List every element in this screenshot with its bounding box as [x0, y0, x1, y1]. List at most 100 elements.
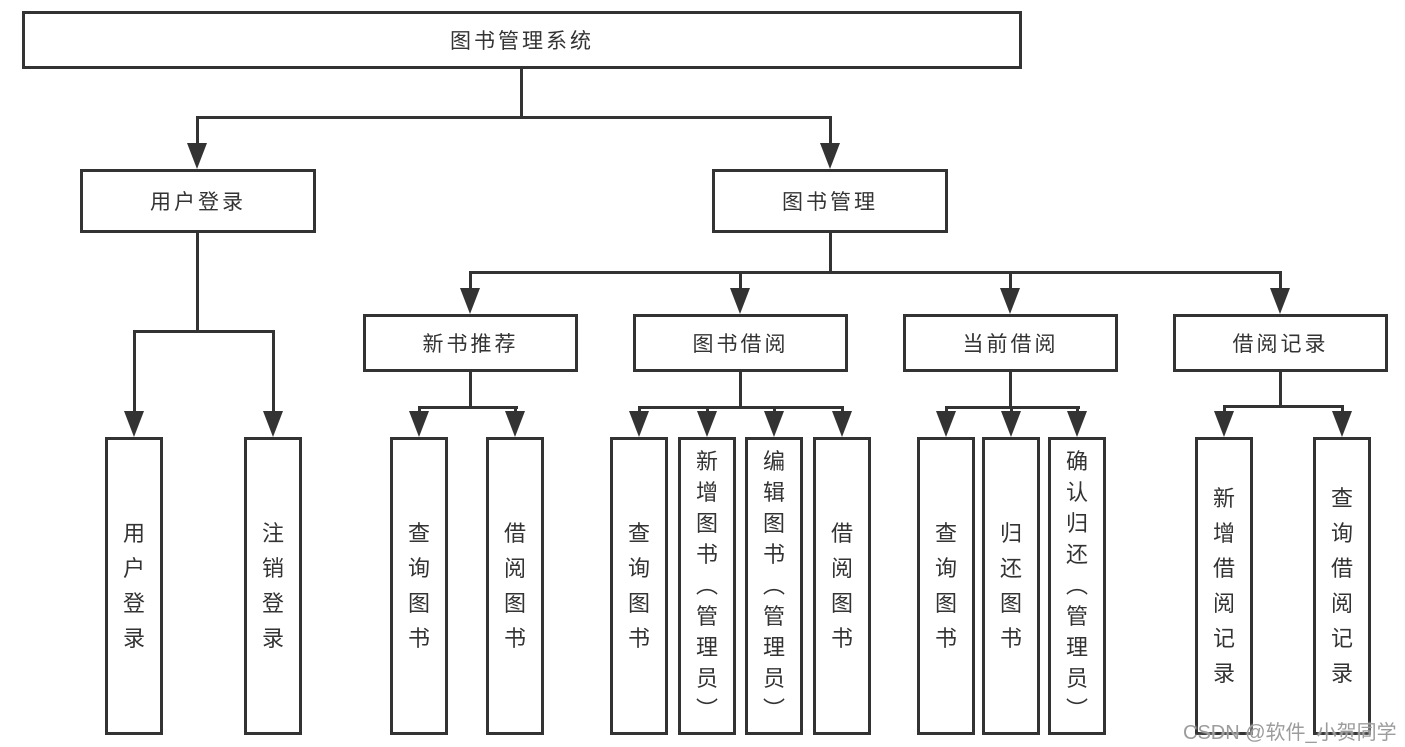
vertical-label-char: 询 — [934, 555, 957, 581]
arrow-down-icon — [820, 143, 840, 169]
connector-stem — [1341, 405, 1344, 414]
node-label: 查询借阅记录 — [1316, 440, 1368, 732]
connector-level3-bar — [469, 271, 1282, 274]
vertical-label-char: ︶ — [762, 697, 785, 722]
vertical-label-char: 录 — [261, 625, 284, 651]
vertical-label-char: 书 — [627, 625, 650, 651]
connector-root-stem — [520, 69, 523, 119]
vertical-label-char: 书 — [407, 625, 430, 651]
vertical-label-char: 管 — [762, 604, 785, 629]
node-label: 图书借阅 — [692, 333, 789, 356]
leaf-query-books-recommend: 查询图书 — [390, 437, 448, 735]
connector-stem — [945, 406, 948, 414]
leaf-add-books-admin: 新增图书︵管理员︶ — [678, 437, 736, 735]
connector-bar — [638, 406, 844, 409]
connector-stem — [1009, 271, 1012, 291]
vertical-label-char: 书 — [762, 542, 785, 567]
vertical-label-char: 图 — [999, 590, 1022, 616]
vertical-label-char: 注 — [261, 520, 284, 546]
arrow-down-icon — [1332, 411, 1352, 437]
connector-stem — [773, 406, 776, 414]
vertical-label-char: 增 — [1212, 520, 1235, 546]
arrow-down-icon — [263, 411, 283, 437]
vertical-label-char: 书 — [503, 625, 526, 651]
vertical-label-char: 记 — [1330, 625, 1353, 651]
node-label: 编辑图书︵管理员︶ — [748, 440, 800, 732]
vertical-label-char: 还 — [999, 555, 1022, 581]
vertical-label-char: 阅 — [1330, 590, 1353, 616]
vertical-label-char: 录 — [122, 625, 145, 651]
vertical-label-char: 登 — [122, 590, 145, 616]
connector-stem — [739, 372, 742, 409]
node-current-borrow: 当前借阅 — [903, 314, 1118, 372]
vertical-label-char: 管 — [1065, 604, 1088, 629]
arrow-down-icon — [1067, 411, 1087, 437]
node-label: 查询图书 — [920, 440, 972, 732]
arrow-down-icon — [460, 288, 480, 314]
arrow-down-icon — [764, 411, 784, 437]
arrow-down-icon — [124, 411, 144, 437]
node-label: 用户登录 — [108, 440, 160, 732]
vertical-label-char: 查 — [407, 520, 430, 546]
node-borrow-records: 借阅记录 — [1173, 314, 1388, 372]
vertical-label-char: 图 — [934, 590, 957, 616]
node-label: 查询图书 — [613, 440, 665, 732]
node-label: 新增借阅记录 — [1198, 440, 1250, 732]
node-label: 注销登录 — [247, 440, 299, 732]
vertical-label-char: 登 — [261, 590, 284, 616]
vertical-label-char: 记 — [1212, 625, 1235, 651]
vertical-label-char: 查 — [934, 520, 957, 546]
connector-user-login-bar — [133, 330, 275, 333]
connector-book-mgmt-stem — [829, 233, 832, 274]
connector-stem — [1009, 372, 1012, 409]
node-label: 确认归还︵管理员︶ — [1051, 440, 1103, 732]
vertical-label-char: 书 — [934, 625, 957, 651]
vertical-label-char: 阅 — [830, 555, 853, 581]
leaf-logout: 注销登录 — [244, 437, 302, 735]
vertical-label-char: 询 — [1330, 520, 1353, 546]
node-label: 图书管理 — [782, 191, 878, 214]
node-label: 查询图书 — [393, 440, 445, 732]
node-label: 新增图书︵管理员︶ — [681, 440, 733, 732]
vertical-label-char: ︶ — [1065, 697, 1088, 722]
connector-bar — [1223, 405, 1344, 408]
leaf-user-login: 用户登录 — [105, 437, 163, 735]
arrow-down-icon — [697, 411, 717, 437]
arrow-down-icon — [1000, 288, 1020, 314]
connector-bar — [418, 406, 518, 409]
vertical-label-char: ︵ — [1065, 573, 1088, 598]
vertical-label-char: 还 — [1065, 542, 1088, 567]
node-label: 借阅图书 — [816, 440, 868, 732]
vertical-label-char: 书 — [695, 542, 718, 567]
node-label: 借阅记录 — [1232, 333, 1329, 356]
vertical-label-char: 询 — [407, 555, 430, 581]
vertical-label-char: ︵ — [762, 573, 785, 598]
vertical-label-char: 辑 — [762, 480, 785, 505]
vertical-label-char: 员 — [762, 666, 785, 691]
leaf-query-borrow-record: 查询借阅记录 — [1313, 437, 1371, 735]
vertical-label-char: 理 — [695, 635, 718, 660]
node-label: 用户登录 — [150, 191, 246, 214]
node-root-library-system: 图书管理系统 — [22, 11, 1022, 69]
vertical-label-char: 书 — [999, 625, 1022, 651]
vertical-label-char: 员 — [1065, 666, 1088, 691]
leaf-query-books-borrow: 查询图书 — [610, 437, 668, 735]
connector-stem — [1279, 271, 1282, 291]
node-label: 新书推荐 — [422, 333, 519, 356]
vertical-label-char: 借 — [503, 520, 526, 546]
vertical-label-char: 图 — [762, 511, 785, 536]
arrow-down-icon — [187, 143, 207, 169]
connector-user-login-stem — [196, 233, 199, 333]
vertical-label-char: 归 — [999, 520, 1022, 546]
connector-stem — [1010, 406, 1013, 414]
vertical-label-char: 员 — [695, 666, 718, 691]
connector-stem — [1279, 372, 1282, 408]
vertical-label-char: 图 — [503, 590, 526, 616]
node-user-login: 用户登录 — [80, 169, 316, 233]
connector-stem — [739, 271, 742, 291]
vertical-label-char: 新 — [1212, 485, 1235, 511]
vertical-label-char: 户 — [122, 555, 145, 581]
node-book-borrow: 图书借阅 — [633, 314, 848, 372]
connector-stem — [272, 330, 275, 413]
